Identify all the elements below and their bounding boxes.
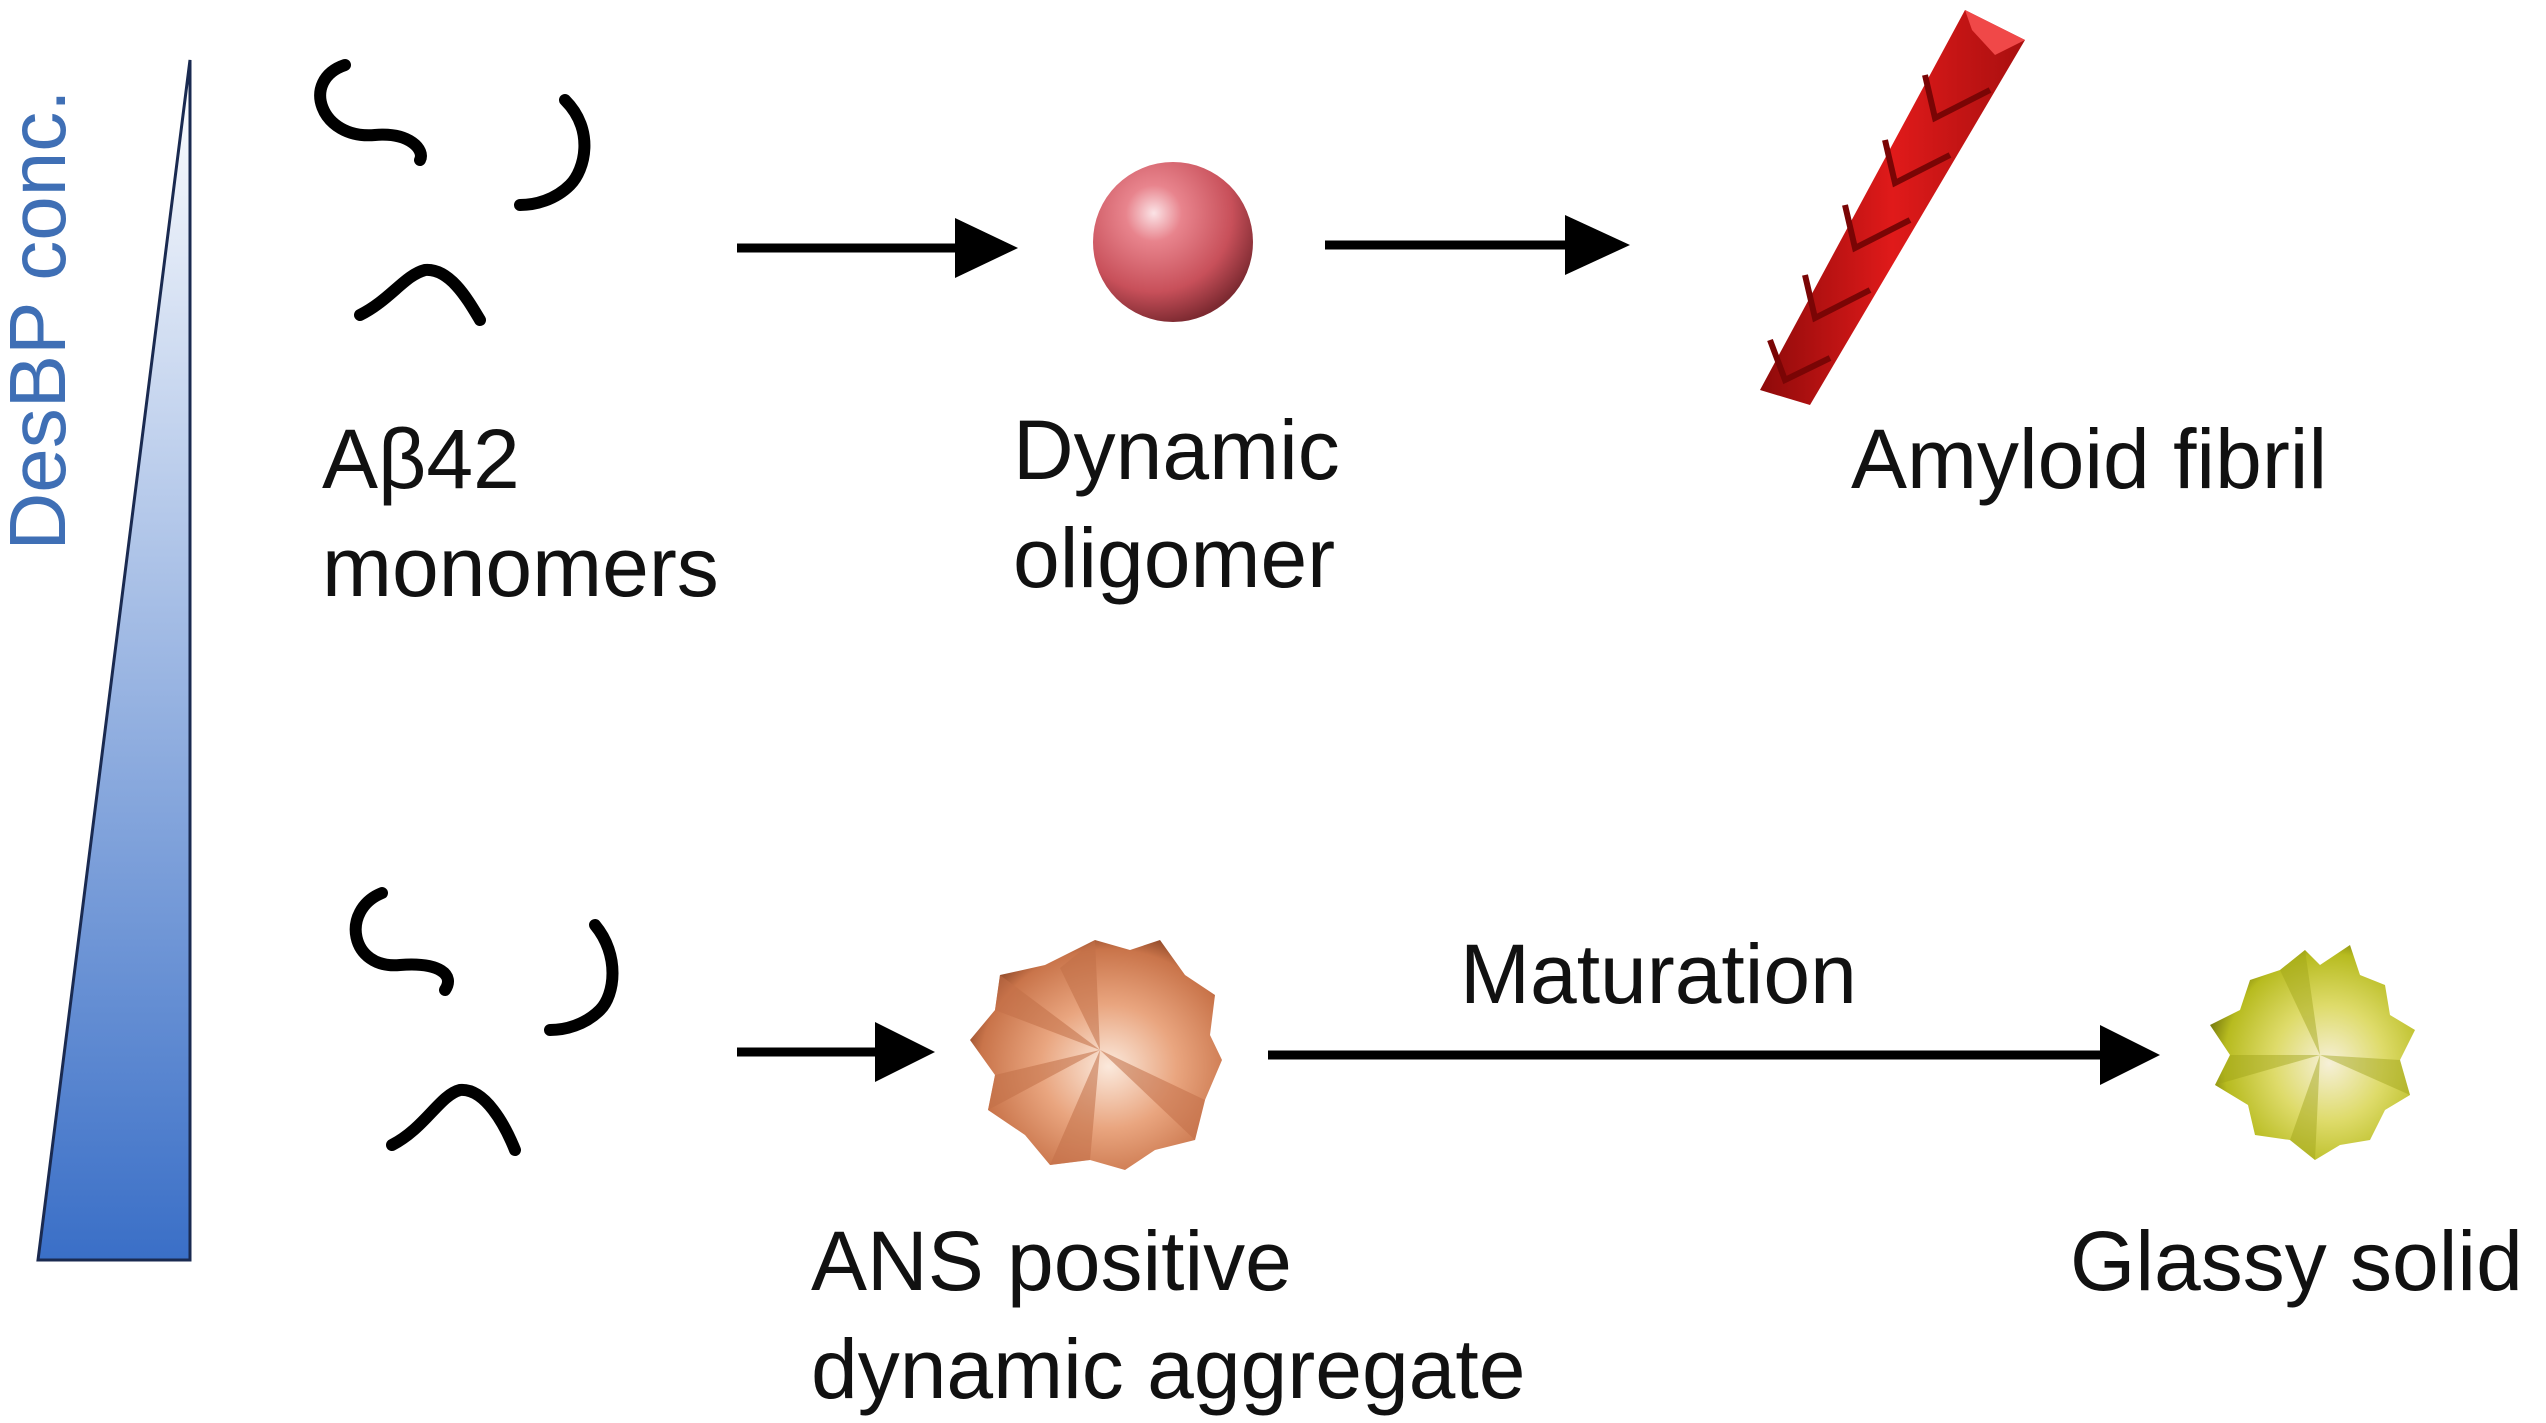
- top-monomers-icon: [314, 59, 591, 326]
- top-arrow-1: [737, 218, 1018, 278]
- ans-aggregate-label-line1: ANS positive: [811, 1214, 1292, 1308]
- amyloid-fibril-label: Amyloid fibril: [1851, 412, 2328, 506]
- maturation-label: Maturation: [1460, 927, 1857, 1021]
- ans-positive-aggregate-icon: [970, 940, 1222, 1170]
- maturation-arrow: [1268, 1025, 2160, 1085]
- monomers-label: Aβ42 monomers: [322, 405, 719, 621]
- ans-aggregate-label: ANS positive dynamic aggregate: [811, 1207, 1525, 1423]
- desbp-concentration-label: DesBP conc.: [0, 89, 82, 551]
- dynamic-oligomer-icon: [1093, 162, 1253, 322]
- ans-aggregate-label-line2: dynamic aggregate: [811, 1322, 1526, 1416]
- monomers-label-line1: Aβ42: [322, 412, 520, 506]
- glassy-solid-label: Glassy solid: [2070, 1214, 2523, 1308]
- amyloid-fibril-icon: [1760, 10, 2025, 405]
- dynamic-oligomer-label: Dynamic oligomer: [1013, 396, 1340, 612]
- concentration-gradient-wedge: [36, 59, 192, 1262]
- top-arrow-2: [1325, 215, 1630, 275]
- dynamic-oligomer-label-line2: oligomer: [1013, 511, 1336, 605]
- glassy-solid-icon: [2210, 945, 2415, 1160]
- bottom-monomers-icon: [349, 887, 619, 1156]
- bottom-arrow-1: [737, 1022, 935, 1082]
- dynamic-oligomer-label-line1: Dynamic: [1013, 403, 1340, 497]
- monomers-label-line2: monomers: [322, 520, 719, 614]
